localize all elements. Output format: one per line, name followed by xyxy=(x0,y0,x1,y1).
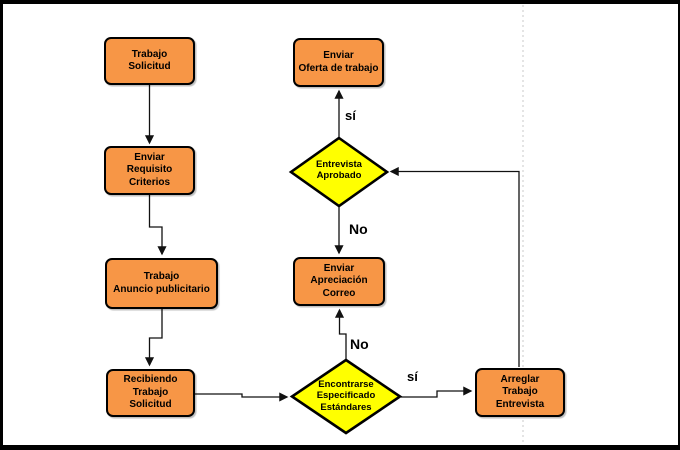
node-enviar-apreciacion: Enviar Apreciación Correo xyxy=(293,257,385,306)
connector-recibiendo-to-encontrarse xyxy=(195,392,289,402)
decision-encontrarse-especificado-shape xyxy=(289,358,403,435)
connector-si-to-arreglar xyxy=(401,386,473,398)
node-trabajo-anuncio-label: Trabajo Anuncio publicitario xyxy=(113,271,210,295)
node-enviar-oferta: Enviar Oferta de trabajo xyxy=(293,38,384,87)
decision-entrevista-aprobado-shape xyxy=(288,136,390,208)
node-trabajo-solicitud-label: Trabajo Solicitud xyxy=(128,48,171,73)
decision-encontrarse-especificado-label: Encontrarse Especificado Estándares xyxy=(316,379,376,413)
node-enviar-apreciacion-label: Enviar Apreciación Correo xyxy=(310,262,368,299)
edge-label-no-mid: No xyxy=(349,221,368,237)
edge-label-si-top: sí xyxy=(345,108,356,123)
node-recibiendo-trabajo: Recibiendo Trabajo Solicitud xyxy=(106,369,195,417)
node-arreglar-trabajo: Arreglar Trabajo Entrevista xyxy=(475,368,565,417)
node-arreglar-trabajo-label: Arreglar Trabajo Entrevista xyxy=(495,373,545,410)
node-enviar-oferta-label: Enviar Oferta de trabajo xyxy=(298,50,379,74)
connector-anuncio-to-recibiendo xyxy=(144,309,163,367)
edge-label-si-right: sí xyxy=(407,369,418,384)
node-enviar-requisito: Enviar Requisito Criterios xyxy=(104,146,195,195)
connector-requisito-to-anuncio xyxy=(148,195,167,256)
connector-no-to-apreciacion xyxy=(334,308,347,359)
node-recibiendo-trabajo-label: Recibiendo Trabajo Solicitud xyxy=(123,374,178,411)
node-enviar-requisito-label: Enviar Requisito Criterios xyxy=(126,151,173,188)
decision-entrevista-aprobado-label: Entrevista Aprobado xyxy=(316,159,362,182)
node-trabajo-solicitud: Trabajo Solicitud xyxy=(104,37,195,85)
connector-arreglar-to-aprobado xyxy=(389,166,520,367)
edge-label-no-bottom: No xyxy=(350,336,369,352)
node-trabajo-anuncio: Trabajo Anuncio publicitario xyxy=(105,258,218,309)
